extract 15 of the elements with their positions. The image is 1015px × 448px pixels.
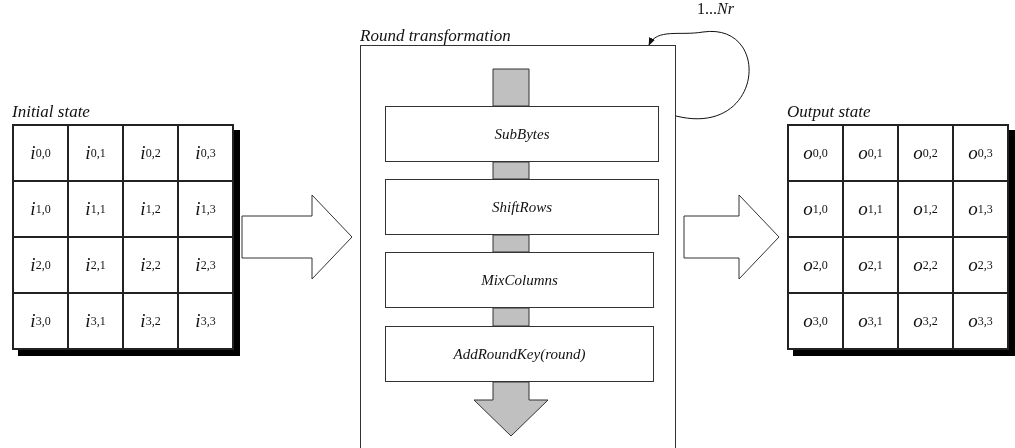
flow-arrow [492,307,530,327]
flow-arrow [492,234,530,253]
state-title: Output state [787,102,871,122]
step-box: SubBytes [385,106,659,162]
block-arrow [683,194,780,280]
flow-arrow [473,381,549,437]
step-box: MixColumns [385,252,654,308]
flow-arrow [492,161,530,180]
state-title: Initial state [12,102,90,122]
frame-title: Round transformation [360,26,511,46]
block-arrow [241,194,353,280]
loop-arrow [648,31,750,120]
step-box: ShiftRows [385,179,659,235]
step-box: AddRoundKey(round) [385,326,654,382]
flow-arrow [492,68,530,107]
